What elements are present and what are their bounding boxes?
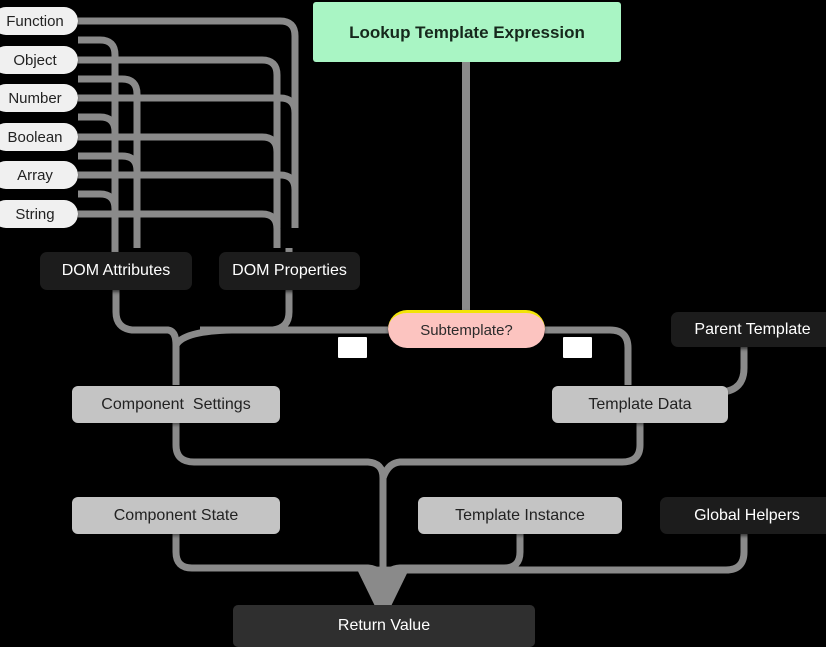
node-label: Function [6, 12, 64, 30]
node-return-value[interactable]: Return Value [233, 605, 535, 647]
node-label: Object [13, 51, 57, 69]
node-parent-template[interactable]: Parent Template [671, 312, 826, 347]
edge-label-subtemplate-yes [563, 337, 592, 358]
node-label: DOM Properties [232, 262, 347, 279]
node-label: Component Settings [101, 395, 251, 413]
node-type-string[interactable]: String [0, 200, 78, 228]
node-component-settings[interactable]: Component Settings [72, 386, 280, 423]
node-label: Return Value [337, 617, 431, 634]
node-label: Subtemplate? [420, 322, 513, 339]
node-dom-properties[interactable]: DOM Properties [219, 252, 360, 290]
node-dom-attributes[interactable]: DOM Attributes [40, 252, 192, 290]
node-label: Boolean [7, 128, 63, 146]
node-label: Template Data [588, 395, 692, 413]
node-type-number[interactable]: Number [0, 84, 78, 112]
edge-label-subtemplate-no [338, 337, 367, 358]
node-component-state[interactable]: Component State [72, 497, 280, 534]
node-label: String [15, 205, 55, 223]
node-label: Lookup Template Expression [349, 22, 585, 42]
node-type-function[interactable]: Function [0, 7, 78, 35]
node-lookup-template-expression[interactable]: Lookup Template Expression [313, 2, 621, 62]
node-template-data[interactable]: Template Data [552, 386, 728, 423]
node-type-object[interactable]: Object [0, 46, 78, 74]
node-global-helpers[interactable]: Global Helpers [660, 497, 826, 534]
node-subtemplate-decision[interactable]: Subtemplate? [388, 310, 545, 348]
node-type-boolean[interactable]: Boolean [0, 123, 78, 151]
node-label: Number [8, 89, 62, 107]
node-template-instance[interactable]: Template Instance [418, 497, 622, 534]
node-label: DOM Attributes [61, 262, 171, 279]
node-label: Global Helpers [694, 506, 800, 524]
node-label: Array [17, 166, 53, 184]
node-label: Component State [113, 506, 239, 524]
node-label: Template Instance [455, 506, 585, 524]
node-type-array[interactable]: Array [0, 161, 78, 189]
node-label: Parent Template [694, 320, 811, 338]
